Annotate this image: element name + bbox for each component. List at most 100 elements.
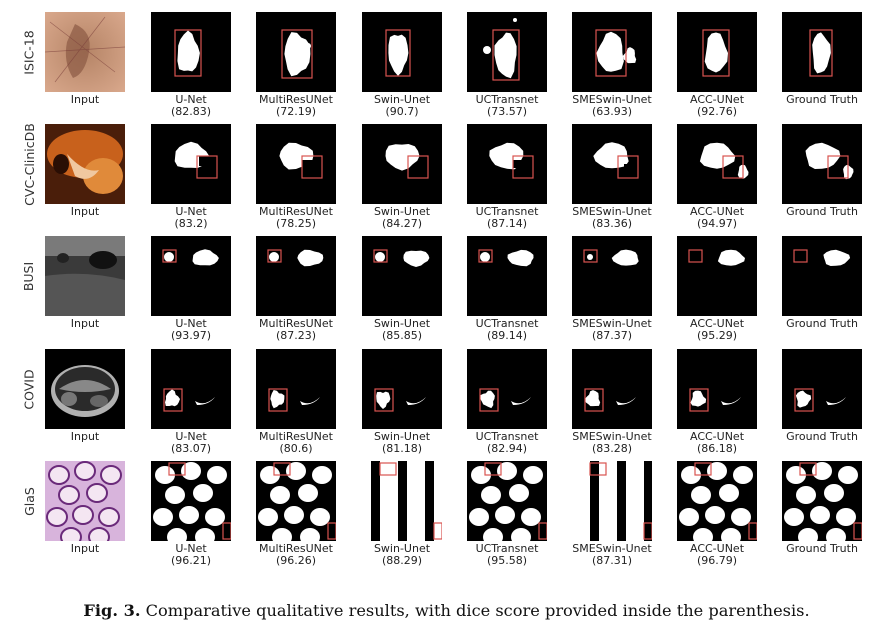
row-label-text: BUSI <box>21 261 37 291</box>
result-caption: SMESwin-Unet(87.37) <box>560 318 664 342</box>
row-label: ISIC-18 <box>14 6 44 98</box>
segmentation-mask <box>151 236 231 316</box>
dice-score: (96.26) <box>275 554 317 567</box>
result-caption: U-Net(82.83) <box>139 94 243 118</box>
segmentation-mask <box>467 349 547 429</box>
segmentation-mask <box>572 124 652 204</box>
dice-score: (87.31) <box>591 554 633 567</box>
method-name: Ground Truth <box>786 205 858 218</box>
result-caption: Swin-Unet(85.85) <box>350 318 454 342</box>
segmentation-mask <box>467 461 547 541</box>
input-caption: Input <box>33 318 137 330</box>
segmentation-mask <box>467 124 547 204</box>
result-caption: SMESwin-Unet(83.28) <box>560 431 664 455</box>
segmentation-mask <box>256 12 336 92</box>
method-name: UCTransnet <box>475 430 539 443</box>
method-name: Ground Truth <box>786 317 858 330</box>
input-image <box>45 349 125 429</box>
segmentation-mask <box>782 349 862 429</box>
method-name: Ground Truth <box>786 430 858 443</box>
dice-score: (89.14) <box>486 329 528 342</box>
result-caption: Ground Truth <box>770 318 874 330</box>
result-caption: Ground Truth <box>770 431 874 443</box>
dice-score: (85.85) <box>381 329 423 342</box>
method-name: U-Net <box>175 205 207 218</box>
result-caption: ACC-UNet(95.29) <box>665 318 769 342</box>
result-caption: UCTransnet(89.14) <box>455 318 559 342</box>
segmentation-mask <box>256 124 336 204</box>
dice-score: (87.14) <box>486 217 528 230</box>
figure-caption-prefix: Fig. 3. <box>83 601 141 620</box>
method-name: ACC-UNet <box>689 430 745 443</box>
method-name: SMESwin-Unet <box>572 430 652 443</box>
figure-caption-text: Comparative qualitative results, with di… <box>145 601 810 620</box>
result-caption: SMESwin-Unet(87.31) <box>560 543 664 567</box>
input-caption-text: Input <box>70 93 100 106</box>
method-name: UCTransnet <box>475 205 539 218</box>
method-name: U-Net <box>175 93 207 106</box>
row-label-text: ISIC-18 <box>21 29 37 75</box>
method-name: ACC-UNet <box>689 317 745 330</box>
segmentation-mask <box>362 124 442 204</box>
dice-score: (95.29) <box>696 329 738 342</box>
dice-score: (83.28) <box>591 442 633 455</box>
row-label-text: CVC-ClinicDB <box>21 122 37 206</box>
segmentation-mask <box>256 236 336 316</box>
segmentation-mask <box>362 12 442 92</box>
dice-score: (96.79) <box>696 554 738 567</box>
input-caption: Input <box>33 94 137 106</box>
result-caption: ACC-UNet(92.76) <box>665 94 769 118</box>
segmentation-mask <box>572 461 652 541</box>
segmentation-mask <box>782 236 862 316</box>
result-caption: Ground Truth <box>770 206 874 218</box>
method-name: Swin-Unet <box>373 93 431 106</box>
dice-score: (82.94) <box>486 442 528 455</box>
dice-score: (83.36) <box>591 217 633 230</box>
dice-score: (83.07) <box>170 442 212 455</box>
method-name: MultiResUNet <box>259 430 333 443</box>
dice-score: (88.29) <box>381 554 423 567</box>
segmentation-mask <box>151 461 231 541</box>
figure-caption: Fig. 3. Comparative qualitative results,… <box>0 601 893 620</box>
result-caption: U-Net(93.97) <box>139 318 243 342</box>
segmentation-mask <box>467 12 547 92</box>
result-caption: U-Net(96.21) <box>139 543 243 567</box>
method-name: Ground Truth <box>786 93 858 106</box>
method-name: MultiResUNet <box>259 93 333 106</box>
segmentation-mask <box>572 349 652 429</box>
dice-score: (63.93) <box>591 105 633 118</box>
row-label: COVID <box>14 343 44 435</box>
segmentation-mask <box>782 12 862 92</box>
result-caption: MultiResUNet(78.25) <box>244 206 348 230</box>
dice-score: (82.83) <box>170 105 212 118</box>
result-caption: ACC-UNet(94.97) <box>665 206 769 230</box>
result-caption: Swin-Unet(90.7) <box>350 94 454 118</box>
segmentation-mask <box>677 124 757 204</box>
result-caption: UCTransnet(95.58) <box>455 543 559 567</box>
dice-score: (83.2) <box>174 217 208 230</box>
segmentation-mask <box>151 12 231 92</box>
result-caption: SMESwin-Unet(63.93) <box>560 94 664 118</box>
method-name: Swin-Unet <box>373 205 431 218</box>
method-name: Swin-Unet <box>373 542 431 555</box>
result-caption: MultiResUNet(96.26) <box>244 543 348 567</box>
result-caption: UCTransnet(73.57) <box>455 94 559 118</box>
result-caption: UCTransnet(87.14) <box>455 206 559 230</box>
segmentation-mask <box>362 461 442 541</box>
result-caption: Swin-Unet(81.18) <box>350 431 454 455</box>
result-caption: MultiResUNet(87.23) <box>244 318 348 342</box>
result-caption: MultiResUNet(72.19) <box>244 94 348 118</box>
method-name: ACC-UNet <box>689 205 745 218</box>
dice-score: (80.6) <box>279 442 313 455</box>
method-name: Ground Truth <box>786 542 858 555</box>
segmentation-mask <box>677 12 757 92</box>
result-caption: U-Net(83.07) <box>139 431 243 455</box>
segmentation-mask <box>256 461 336 541</box>
result-caption: ACC-UNet(86.18) <box>665 431 769 455</box>
dice-score: (96.21) <box>170 554 212 567</box>
dice-score: (94.97) <box>696 217 738 230</box>
row-label: GlaS <box>14 455 44 547</box>
dice-score: (86.18) <box>696 442 738 455</box>
method-name: U-Net <box>175 542 207 555</box>
